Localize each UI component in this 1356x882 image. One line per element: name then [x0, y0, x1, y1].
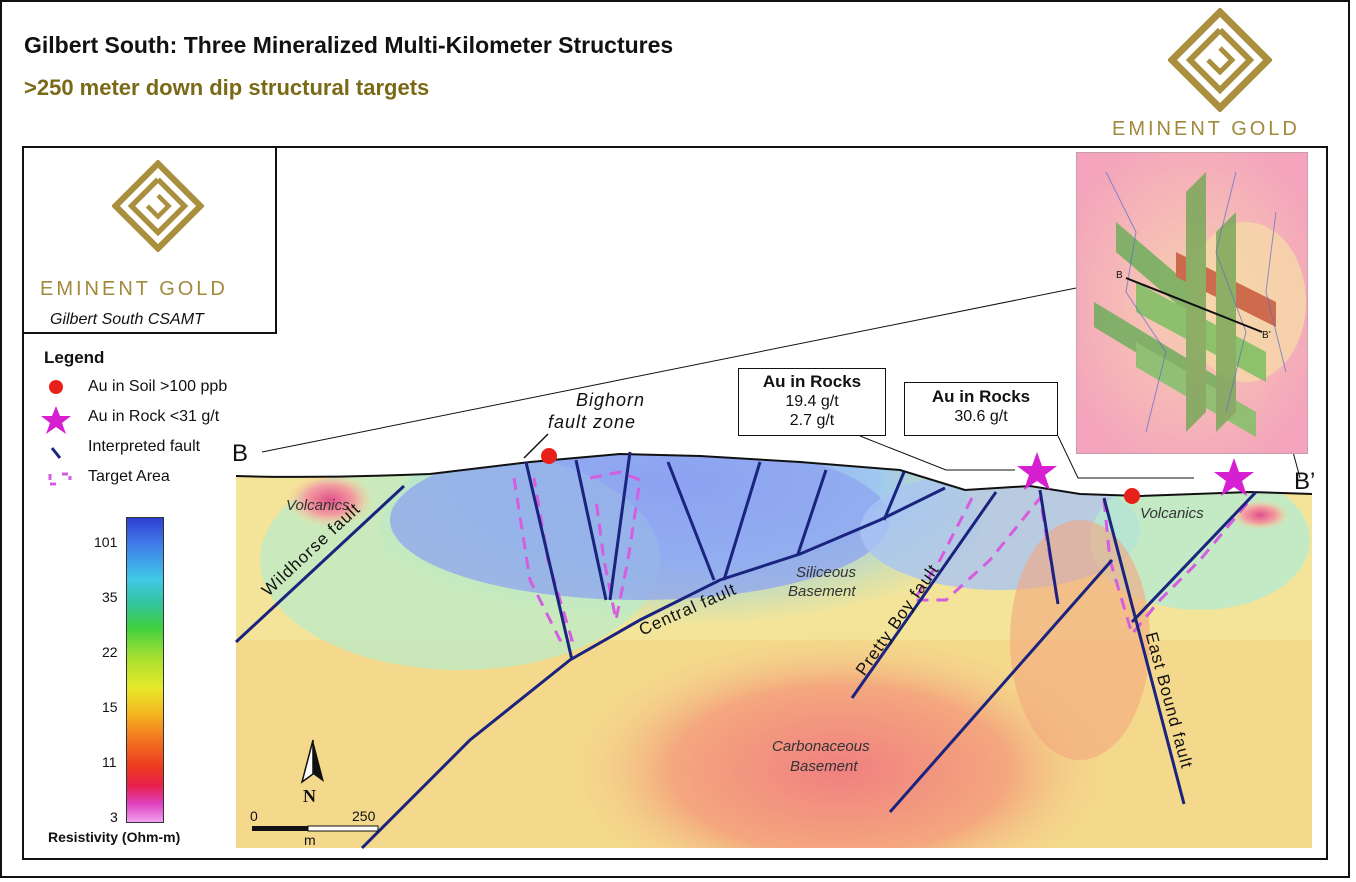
legend-title: Legend [44, 348, 105, 367]
callout-2-line-1: 30.6 g/t [954, 408, 1008, 425]
topography-line [235, 452, 1313, 498]
zone-volcanics-right: Volcanics [1140, 505, 1204, 522]
zone-carbonaceous: Carbonaceous [772, 738, 870, 755]
section-panel [22, 146, 1328, 860]
legend-target-icon [48, 472, 72, 486]
target-area-bighorn-1 [512, 477, 575, 642]
scale-bar [252, 825, 379, 832]
callout-au-rocks-1: Au in Rocks 19.4 g/t 2.7 g/t [738, 368, 886, 436]
fault-central [360, 486, 946, 850]
eminent-gold-logo [1168, 8, 1272, 112]
fault-bighorn-4 [666, 461, 716, 581]
bighorn-label-1: Bighorn [576, 390, 646, 410]
zone-volcanics-left: Volcanics [286, 497, 350, 514]
fault-bighorn-7 [882, 471, 906, 521]
section-line-b [261, 279, 1117, 453]
callout-1-line-1: 19.4 g/t [785, 393, 839, 410]
fault-east-3 [1130, 490, 1258, 624]
north-label: N [303, 786, 316, 806]
brand-name-inset: EMINENT GOLD [40, 278, 228, 300]
brand-name-top: EMINENT GOLD [1112, 118, 1300, 140]
inset-label-bprime: B’ [1262, 330, 1271, 341]
page-title: Gilbert South: Three Mineralized Multi-K… [24, 32, 674, 58]
legend-fault-icon [50, 447, 62, 459]
callout-au-rocks-2: Au in Rocks 30.6 g/t [904, 382, 1058, 436]
fault-bighorn-1 [524, 461, 574, 661]
north-arrow-icon [300, 739, 324, 784]
soil-sample-1 [541, 448, 557, 464]
colorbar-tick-22: 22 [102, 644, 118, 660]
scale-start: 0 [250, 808, 258, 824]
target-area-bighorn-2 [589, 470, 642, 621]
colorbar-label: Resistivity (Ohm-m) [48, 829, 181, 845]
inset-map [1076, 152, 1308, 454]
fault-east-1 [888, 559, 1114, 813]
legend-soil-label: Au in Soil >100 ppb [88, 378, 228, 395]
scale-end: 250 [352, 808, 376, 824]
colorbar-tick-15: 15 [102, 699, 118, 715]
fault-bighorn-5 [722, 461, 762, 581]
callout-2-title: Au in Rocks [931, 387, 1031, 406]
fault-bighorn-2 [574, 459, 608, 601]
zone-siliceous-basement: Basement [788, 583, 856, 600]
section-label-bprime: B’ [1294, 468, 1316, 495]
eminent-gold-logo-inset [112, 160, 204, 252]
page-subtitle: >250 meter down dip structural targets [24, 75, 430, 100]
bighorn-label-2: fault zone [548, 412, 637, 432]
fault-prettyboy [850, 491, 998, 699]
scale-unit: m [304, 832, 316, 848]
legend-icons [41, 380, 72, 486]
legend-target-label: Target Area [88, 468, 170, 485]
legend-soil-icon [49, 380, 63, 394]
fault-bighorn-6 [796, 469, 828, 555]
fault-wildhorse [234, 484, 406, 644]
legend-rock-icon [41, 406, 71, 434]
callout-1-title: Au in Rocks [762, 372, 862, 391]
inset-label-b: B [1116, 270, 1123, 281]
inset-caption: Gilbert South CSAMT [50, 311, 204, 328]
fault-bighorn-3 [608, 451, 632, 601]
section-label-b: B [232, 440, 249, 467]
rock-sample-1 [1017, 452, 1057, 490]
resistivity-colorbar [126, 517, 164, 823]
fault-prettyboy-2 [1038, 489, 1060, 605]
colorbar-tick-11: 11 [102, 754, 117, 770]
target-area-eastbound [1102, 499, 1252, 638]
callout-1-line-2: 2.7 g/t [789, 412, 835, 429]
colorbar-tick-3: 3 [110, 809, 118, 825]
fault-eastbound [1102, 497, 1186, 805]
zone-carbonaceous-basement: Basement [790, 758, 858, 775]
rock-sample-2 [1214, 458, 1254, 496]
colorbar-tick-101: 101 [94, 534, 118, 550]
legend-fault-label: Interpreted fault [88, 438, 201, 455]
soil-sample-2 [1124, 488, 1140, 504]
legend-rock-label: Au in Rock <31 g/t [88, 408, 220, 425]
zone-siliceous: Siliceous [796, 564, 857, 581]
colorbar-tick-35: 35 [102, 589, 118, 605]
